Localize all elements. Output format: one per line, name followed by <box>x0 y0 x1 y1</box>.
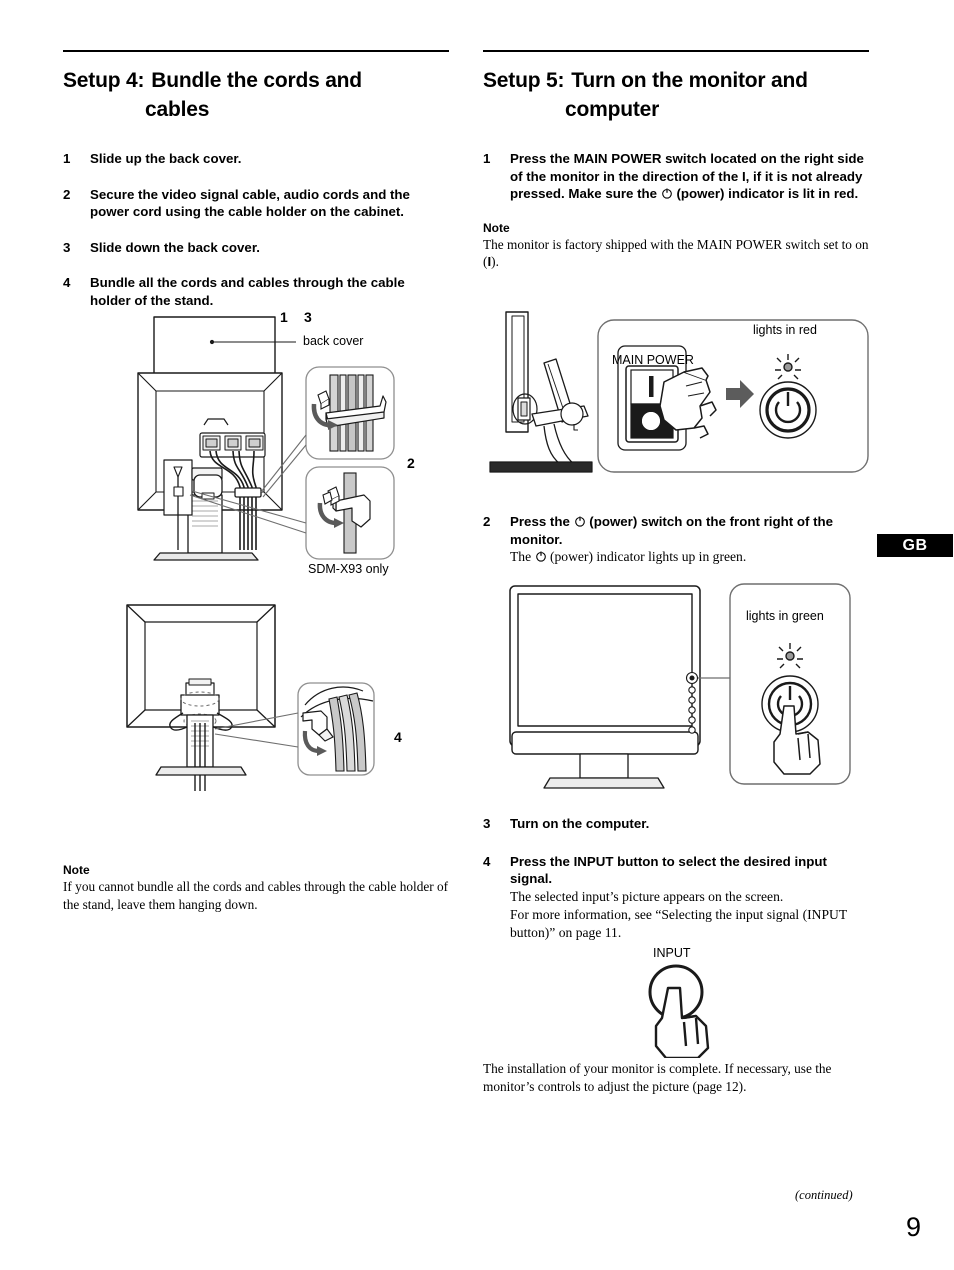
setup4-title-line2: cables <box>145 98 210 121</box>
note-right: Note The monitor is factory shipped with… <box>483 221 869 271</box>
figure-callout-2: 2 <box>407 455 415 471</box>
step-subtext-part-b: (power) indicator lights up in green. <box>546 549 747 564</box>
footer-continued: (continued) <box>795 1188 853 1202</box>
step-text: Slide up the back cover. <box>90 151 242 166</box>
figure-label-lights-in-red: lights in red <box>753 323 817 337</box>
figure-label-back-cover: back cover <box>303 334 364 348</box>
note-title: Note <box>63 863 90 877</box>
step-item: 2 Press the (power) switch on the front … <box>483 513 869 566</box>
step-number: 1 <box>63 151 71 166</box>
step-subtext-2: For more information, see “Selecting the… <box>510 906 847 940</box>
note-body-part-b: ). <box>491 254 499 269</box>
status-badge-region: GB <box>877 534 953 557</box>
figure-bundle-stand: 4 <box>115 595 445 795</box>
step-item: 2 Secure the video signal cable, audio c… <box>63 186 449 221</box>
power-icon <box>535 550 547 562</box>
note-title: Note <box>483 220 510 235</box>
step-text-part-a: Press the <box>510 514 574 529</box>
step-text-part-c: (power) indicator is lit in red. <box>672 186 859 201</box>
figure-callout-4: 4 <box>394 729 402 745</box>
step-item: 1 Press the MAIN POWER switch located on… <box>483 150 869 203</box>
setup4-title-line1: Bundle the cords and <box>151 69 362 92</box>
power-on-bar-symbol: I <box>741 168 746 184</box>
column-rule-left <box>63 50 449 52</box>
step-item: 4 Bundle all the cords and cables throug… <box>63 274 449 309</box>
note-body: If you cannot bundle all the cords and c… <box>63 879 449 912</box>
figure-front-power: lights in green <box>502 582 868 807</box>
setup5-label: Setup 5: <box>483 69 565 92</box>
figure-bundle-cabinet: back cover 1 3 2 SDM-X93 only <box>130 305 450 590</box>
step-text: Turn on the computer. <box>510 816 650 831</box>
page-title-setup5: Setup 5: Turn on the monitor and computer <box>483 66 869 124</box>
figure-label-input: INPUT <box>653 946 691 960</box>
step-subtext-1: The selected input’s picture appears on … <box>510 888 784 904</box>
step-item: 3 Turn on the computer. <box>483 815 869 833</box>
note-body-part-a: The monitor is factory shipped with the … <box>483 236 869 270</box>
step-number: 3 <box>483 816 491 831</box>
figure-callout-1: 1 <box>280 309 288 325</box>
note-body: The monitor is factory shipped with the … <box>483 236 869 271</box>
figure-input-button: INPUT <box>624 946 754 1058</box>
step-text-part-b: (power) switch on the front right of the… <box>510 514 834 547</box>
page-title-setup4: Setup 4: Bundle the cords and cables <box>63 66 449 124</box>
step-number: 4 <box>483 853 491 869</box>
step-number: 3 <box>63 239 71 255</box>
step-text: Press the INPUT button to select the des… <box>510 853 827 887</box>
step-text-part-a: Press the MAIN POWER switch located on t… <box>510 151 864 184</box>
step-number: 2 <box>63 186 71 202</box>
left-column: Setup 4: Bundle the cords and cables 1 Sl… <box>63 50 449 327</box>
step-item: 1 Slide up the back cover. <box>63 150 449 168</box>
steps-3-4: 3 Turn on the computer. 4 Press the INPU… <box>483 815 869 942</box>
setup4-label: Setup 4: <box>63 69 145 92</box>
power-icon <box>574 515 586 527</box>
step-text: Slide down the back cover. <box>90 239 260 255</box>
step-subtext: The (power) indicator lights up in green… <box>510 548 869 566</box>
setup5-title-line1: Turn on the monitor and <box>571 69 808 92</box>
setup5-title-line2: computer <box>565 98 660 121</box>
figure-callout-3: 3 <box>304 309 312 325</box>
step-number: 2 <box>483 514 491 529</box>
page-number: 9 <box>906 1212 922 1242</box>
figure-main-power: MAIN POWER lights in red <box>488 310 878 486</box>
step-number: 1 <box>483 151 491 166</box>
right-column: Setup 5: Turn on the monitor and computer… <box>483 50 869 271</box>
column-rule-right <box>483 50 869 52</box>
step-item: 3 Slide down the back cover. <box>63 239 449 257</box>
note-left: Note If you cannot bundle all the cords … <box>63 863 451 913</box>
figure-label-model: SDM-X93 only <box>308 562 389 576</box>
step-subtext-part-a: The <box>510 549 535 564</box>
step-text: Bundle all the cords and cables through … <box>90 275 405 308</box>
figure-label-lights-in-green: lights in green <box>746 609 824 623</box>
closing-paragraph: The installation of your monitor is comp… <box>483 1061 832 1094</box>
step-number: 4 <box>63 275 71 290</box>
step-text: Secure the video signal cable, audio cor… <box>90 186 410 220</box>
step-item: 4 Press the INPUT button to select the d… <box>483 853 869 942</box>
power-on-bar-symbol: I <box>487 254 492 269</box>
step-text-part-b: , if it is not already pressed. Make sur… <box>510 168 863 202</box>
power-icon <box>661 187 673 199</box>
figure-label-main-power: MAIN POWER <box>612 353 694 367</box>
